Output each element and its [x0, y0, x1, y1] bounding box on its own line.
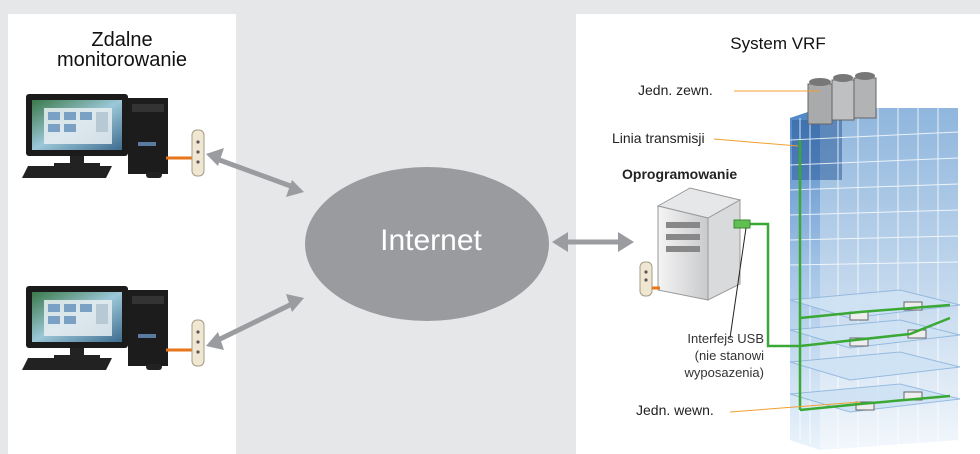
software-server — [639, 187, 751, 301]
outdoor-unit-label: Jedn. zewn. — [638, 82, 713, 98]
leader-lines — [713, 90, 861, 413]
arrow-computer2-internet — [206, 294, 304, 350]
software-label: Oprogramowanie — [622, 166, 738, 182]
transmission-line-label: Linia transmisji — [612, 130, 705, 146]
indoor-unit-label: Jedn. wewn. — [636, 402, 714, 418]
building — [789, 108, 961, 450]
remote-monitoring-title: Zdalne monitorowanie — [56, 29, 188, 71]
arrow-computer1-internet — [206, 148, 304, 197]
internet-cloud — [305, 167, 549, 321]
transmission-lines — [744, 140, 951, 412]
remote-computer-2 — [22, 286, 205, 370]
arrow-internet-software — [552, 232, 634, 252]
outdoor-units — [807, 72, 877, 125]
usb-leader-line — [729, 227, 747, 339]
remote-monitoring-panel — [8, 14, 236, 454]
usb-interface-label: Interfejs USB (nie stanowi wyposazenia) — [684, 331, 765, 380]
vrf-system-title: System VRF — [730, 34, 826, 53]
internet-label: Internet — [380, 224, 482, 257]
remote-computer-1 — [22, 94, 205, 178]
